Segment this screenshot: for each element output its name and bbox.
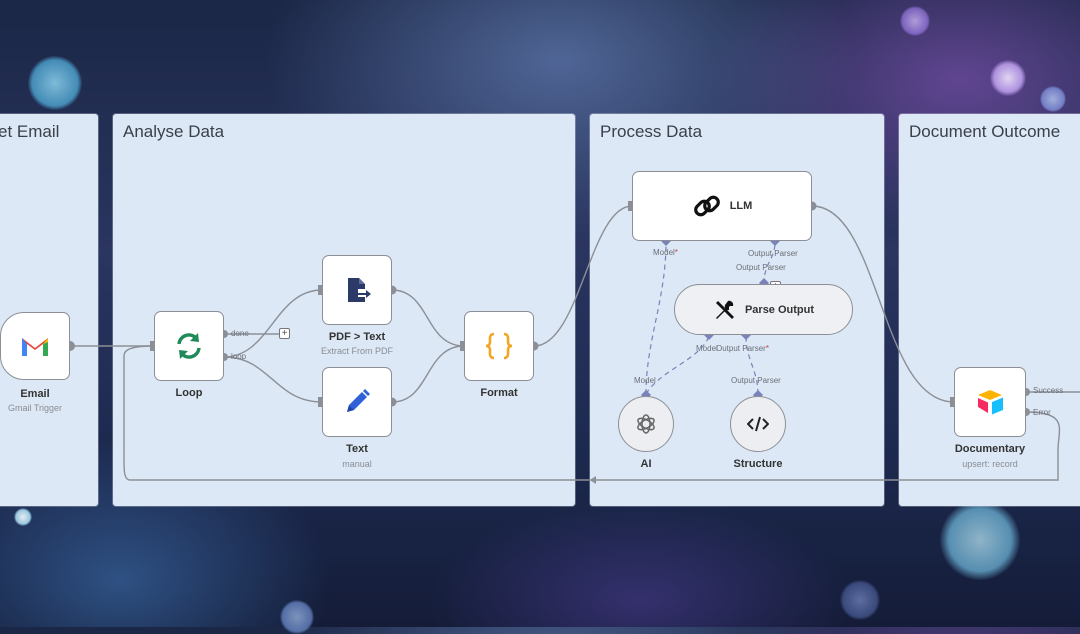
format-node[interactable] [464,311,534,381]
background-bokeh [990,60,1026,96]
openai-icon [637,414,655,434]
email-node-label: Email [20,388,50,400]
background-bokeh [14,508,32,526]
documentary-node[interactable] [954,367,1026,437]
pdf-to-text-node[interactable] [322,255,392,325]
background-bokeh [1040,86,1066,112]
tools-icon [715,300,734,319]
llm-node[interactable]: LLM [632,171,812,241]
background-bokeh [28,56,82,110]
panel-title: Process Data [600,122,703,141]
structure-node-label: Structure [733,458,783,470]
parse-output-top-port-label: Output Parser [736,263,786,272]
document-arrow-icon [348,278,371,302]
pencil-icon [347,389,370,412]
format-node-label: Format [480,387,518,399]
parse-output-node[interactable]: Parse Output [674,284,853,335]
gmail-icon [22,338,48,356]
ai-node[interactable] [618,396,674,452]
code-icon [747,416,769,432]
parse-model-port-label: Model [696,344,718,353]
documentary-node-label: Documentary [954,443,1026,455]
loop-done-output-label: done [231,329,249,338]
documentary-node-sub: upsert: record [962,459,1018,469]
text-node-label: Text [346,443,368,455]
loop-node-label: Loop [175,387,203,399]
text-node[interactable] [322,367,392,437]
loop-arrows-icon [177,333,201,359]
llm-node-label: LLM [729,200,753,212]
email-node[interactable] [0,312,70,380]
panel-title: Analyse Data [123,122,225,141]
background-bokeh [280,600,314,634]
parse-output-parser-port-label: Output Parser* [716,344,769,353]
chain-link-icon [693,195,720,217]
loop-loop-output-label: loop [231,352,247,361]
pdf-to-text-label: PDF > Text [328,331,386,343]
loop-node[interactable] [154,311,224,381]
text-node-sub: manual [342,459,372,469]
documentary-success-output-label: Success [1033,386,1064,395]
llm-model-port-label: Model* [653,248,678,257]
pdf-to-text-sub: Extract From PDF [320,346,394,356]
structure-node[interactable] [730,396,786,452]
airtable-icon [978,390,1003,415]
background-bokeh [940,500,1020,580]
background-bokeh [840,580,880,620]
curly-braces-icon [485,332,513,360]
parse-output-label: Parse Output [744,303,815,316]
panel-title: et Email [0,122,60,141]
background-bokeh [900,6,930,36]
panel-title: Document Outcome [909,122,1061,141]
llm-output-parser-port-label: Output Parser [748,249,798,258]
panel-get-email: et Email [0,114,98,506]
structure-port-label: Output Parser [731,376,781,385]
ai-node-label: AI [640,458,652,470]
email-node-sub: Gmail Trigger [7,403,63,413]
ai-model-port-label: Model [634,376,656,385]
add-node-button[interactable]: + [279,328,290,339]
documentary-error-output-label: Error [1033,408,1051,417]
